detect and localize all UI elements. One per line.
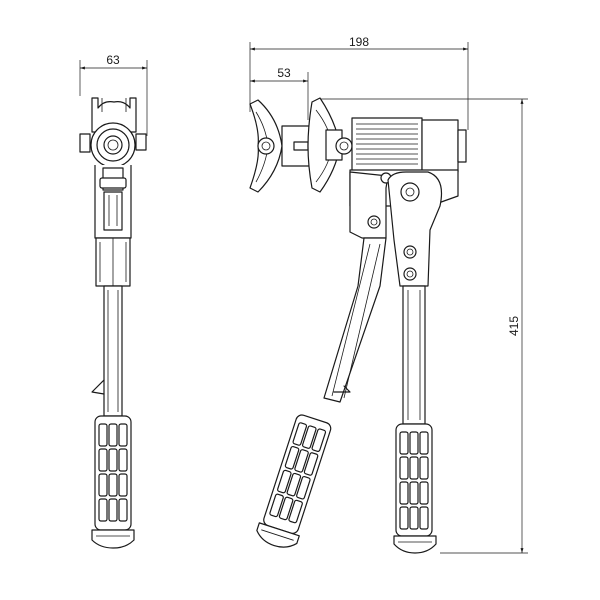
- dimension-63-label: 63: [106, 53, 120, 67]
- front-view: 198 53 415: [249, 35, 528, 554]
- movable-handle-grip: [256, 414, 332, 548]
- side-handle-grip: [91, 415, 135, 549]
- front-frame: [349, 171, 443, 287]
- dimension-198-label: 198: [349, 35, 369, 49]
- front-movable-handle: [256, 237, 387, 548]
- side-view: 63: [79, 53, 148, 549]
- dimension-53-label: 53: [277, 66, 291, 80]
- front-expander-head: [249, 97, 353, 193]
- dimension-overall-height: 415: [318, 98, 528, 554]
- side-jaw-bore: [103, 135, 123, 155]
- side-handle-shaft: [91, 285, 123, 417]
- side-body: [94, 165, 132, 287]
- dimension-side-width: 63: [79, 53, 148, 136]
- dimension-overall-length: 198: [249, 35, 469, 130]
- front-fixed-handle: [393, 285, 437, 554]
- side-jaw-head: [79, 97, 147, 168]
- side-pin-stub: [79, 133, 91, 153]
- dimension-415-label: 415: [507, 316, 521, 336]
- dimension-head-depth: 53: [250, 66, 309, 120]
